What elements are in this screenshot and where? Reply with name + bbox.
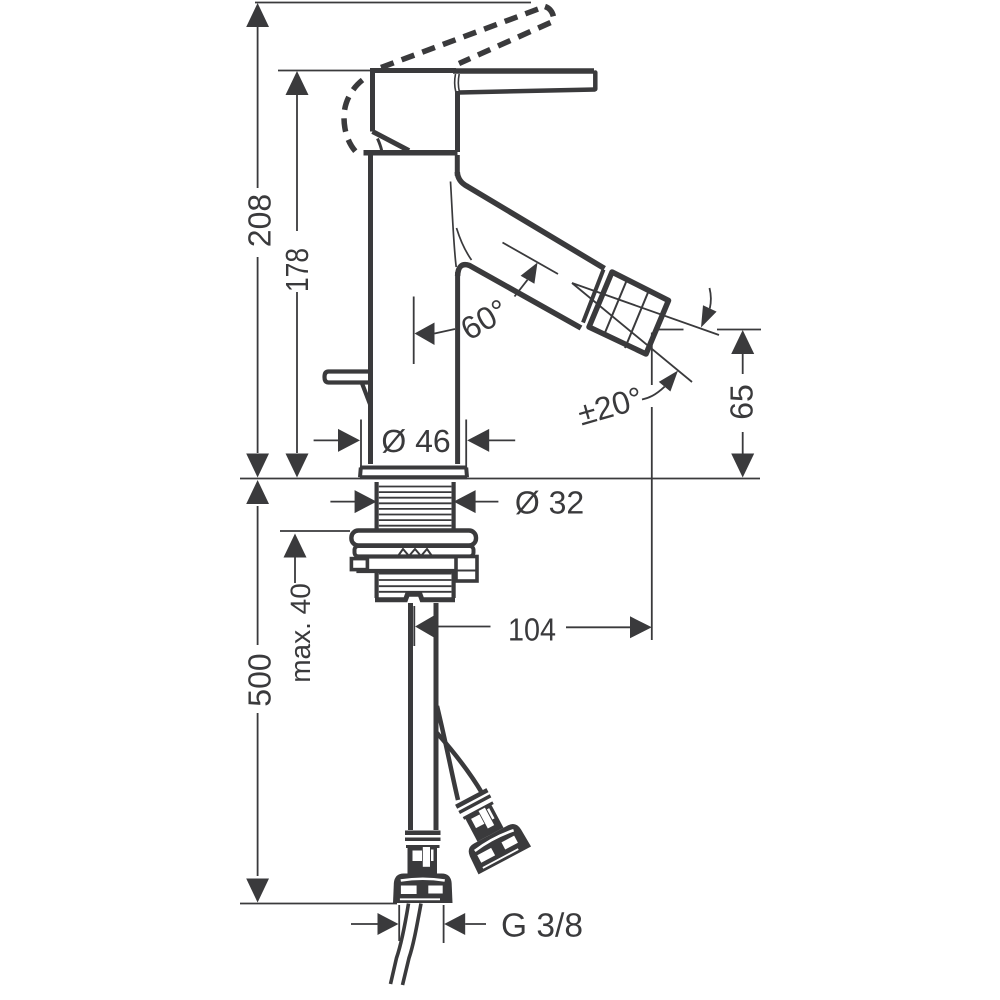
svg-text:G 3/8: G 3/8 (501, 908, 583, 945)
svg-text:Ø 32: Ø 32 (515, 485, 584, 521)
svg-text:max. 40: max. 40 (285, 583, 316, 683)
svg-text:Ø 46: Ø 46 (381, 423, 450, 459)
svg-text:500: 500 (241, 653, 277, 706)
svg-text:208: 208 (241, 194, 277, 247)
svg-text:65: 65 (724, 384, 760, 420)
svg-text:104: 104 (508, 612, 556, 648)
svg-text:178: 178 (279, 248, 315, 292)
